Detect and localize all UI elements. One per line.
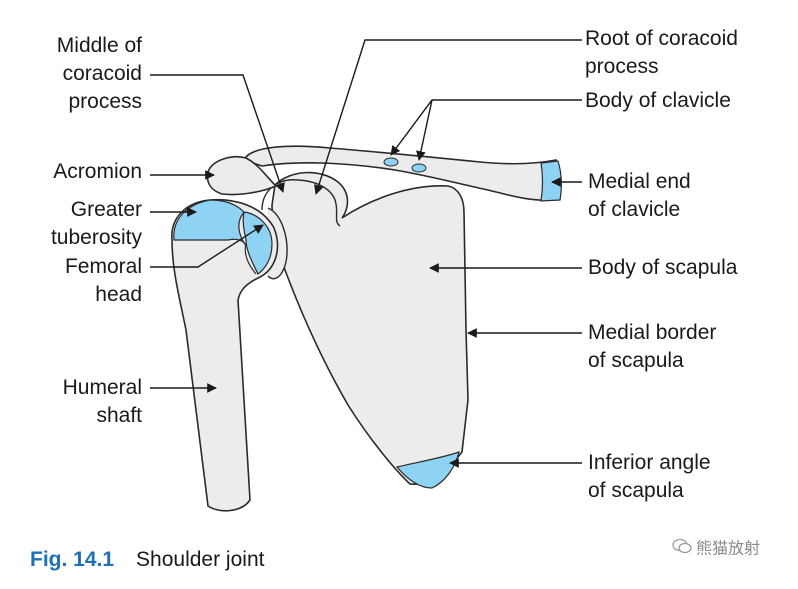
watermark-text: 熊猫放射	[696, 540, 761, 558]
label-line: Humeral	[62, 376, 142, 399]
label-line: Middle of	[56, 34, 142, 57]
label-body-scapula: Body of scapula	[588, 254, 737, 282]
chat-bubble-icon	[672, 538, 692, 561]
clavicle-mark-left	[383, 157, 399, 167]
label-line: process	[68, 90, 142, 113]
scapula-shape	[271, 171, 469, 485]
greater-tuberosity-highlight	[173, 199, 247, 247]
label-humeral-shaft: Humeral shaft	[63, 374, 142, 430]
label-line: of scapula	[588, 349, 684, 372]
label-line: tuberosity	[50, 226, 142, 249]
label-line: Body of clavicle	[585, 89, 731, 112]
clavicle-mark-right	[411, 163, 427, 173]
label-line: process	[585, 55, 659, 78]
figure-number: Fig. 14.1	[30, 548, 115, 571]
label-line: Inferior angle	[588, 451, 711, 474]
label-line: of scapula	[588, 479, 684, 502]
humeral-neck-line	[244, 243, 257, 275]
leader-body-clavicle	[390, 99, 582, 156]
inferior-angle-highlight	[395, 451, 460, 489]
watermark: 熊猫放射	[672, 538, 760, 561]
label-line: Body of scapula	[588, 256, 738, 279]
label-medial-end-clavicle: Medial end of clavicle	[588, 168, 691, 224]
label-body-clavicle: Body of clavicle	[585, 87, 731, 115]
label-line: Medial border	[588, 321, 717, 344]
label-femoral-head: Femoral head	[65, 253, 142, 309]
leader-middle-coracoid	[150, 74, 285, 193]
label-acromion: Acromion	[53, 158, 142, 186]
leader-femoral-head	[150, 224, 264, 268]
label-line: coracoid	[62, 62, 142, 85]
label-greater-tuberosity: Greater tuberosity	[51, 196, 142, 252]
figure-title: Shoulder joint	[136, 548, 265, 571]
label-line: Greater	[70, 198, 142, 221]
label-line: Root of coracoid	[585, 27, 738, 50]
label-inferior-angle-scapula: Inferior angle of scapula	[588, 449, 711, 505]
label-line: of clavicle	[588, 198, 681, 221]
label-line: Medial end	[588, 170, 691, 193]
figure-caption: Fig. 14.1 Shoulder joint	[30, 546, 264, 574]
label-line: Femoral	[64, 255, 142, 278]
label-middle-coracoid: Middle of coracoid process	[57, 32, 142, 116]
medial-end-highlight	[540, 160, 562, 202]
label-root-coracoid: Root of coracoid process	[585, 25, 738, 81]
leader-root-coracoid	[314, 39, 582, 195]
label-line: head	[95, 283, 142, 306]
femoral-head-highlight	[242, 211, 273, 275]
label-medial-border-scapula: Medial border of scapula	[588, 319, 716, 375]
leader-body-clavicle-2	[416, 99, 433, 161]
label-line: Acromion	[53, 160, 142, 183]
label-line: shaft	[96, 404, 142, 427]
